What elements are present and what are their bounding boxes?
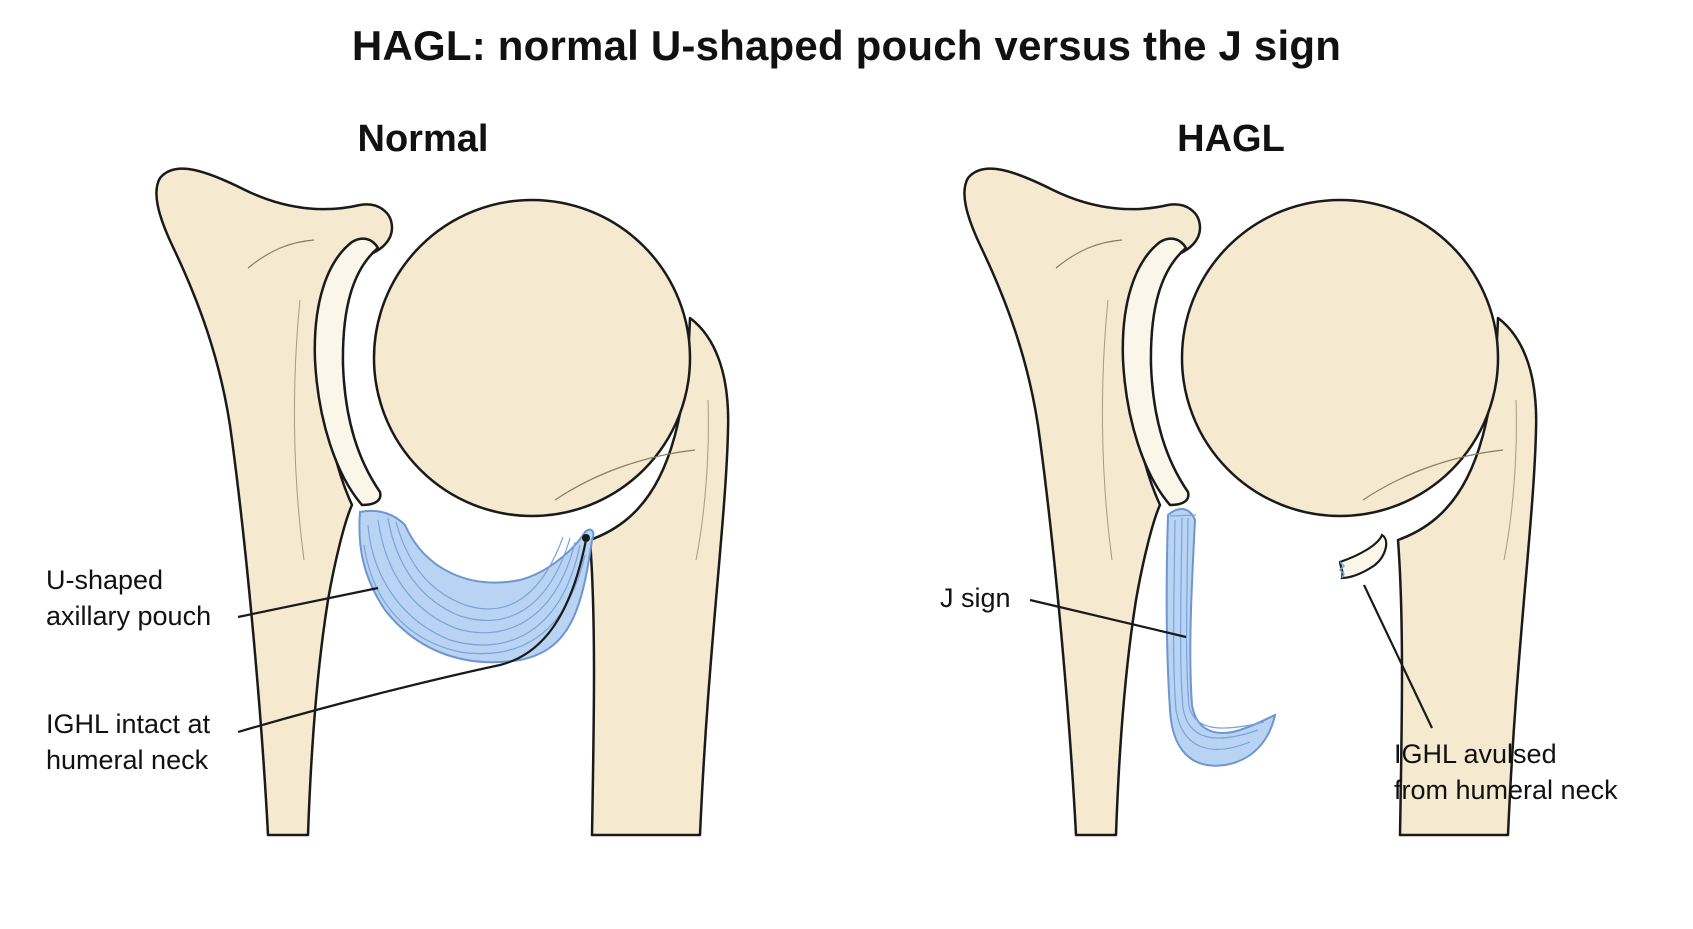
- hagl-panel: [963, 167, 1538, 837]
- j-sign-leader-line: [1029, 598, 1187, 639]
- u-shaped-axillary-pouch: [358, 509, 595, 664]
- avulsed-leader-line: [1363, 584, 1433, 729]
- avulsed-ighl-stump: [1338, 533, 1388, 580]
- label-ighl-intact: IGHL intact at humeral neck: [46, 709, 211, 775]
- ighl-leader-line: [237, 539, 588, 734]
- label-u-shaped-pouch: U-shaped axillary pouch: [46, 565, 212, 631]
- panel-title-hagl: HAGL: [1177, 118, 1285, 160]
- j-sign-ligament: [1165, 508, 1277, 767]
- normal-panel: [155, 167, 730, 837]
- label-j-sign: J sign: [940, 583, 1011, 613]
- label-ighl-avulsed: IGHL avulsed from humeral neck: [1394, 739, 1618, 805]
- page-title: HAGL: normal U-shaped pouch versus the J…: [351, 22, 1342, 69]
- ighl-attachment-dot: [582, 534, 590, 542]
- pouch-leader-line: [237, 586, 379, 619]
- panel-title-normal: Normal: [357, 118, 489, 160]
